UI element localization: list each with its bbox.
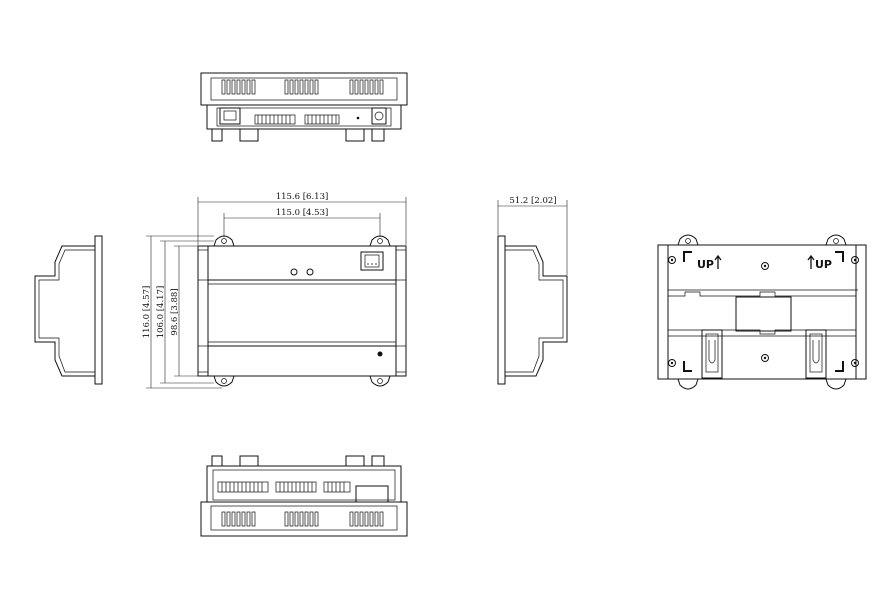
terminal-strip-left	[217, 481, 269, 493]
right-side-view	[497, 235, 568, 385]
depth-dimension-label: 51.2 [2.02]	[509, 196, 556, 206]
up-label-left: UP	[697, 258, 714, 271]
din-clip-icon	[701, 329, 827, 379]
height-dimension-label: 116.0 [4.57]	[142, 286, 152, 339]
left-side-view	[34, 235, 103, 385]
vent-group-bottom-middle	[284, 511, 319, 527]
vent-group-left	[221, 79, 256, 95]
terminal-block-right	[304, 114, 340, 125]
front-dimensions: 115.6 [6.13] 115.0 [4.53] 116.0 [4.57] 1…	[142, 192, 407, 389]
vent-group-bottom-right	[349, 511, 384, 527]
network-port-icon	[360, 251, 384, 271]
rj45-port-icon	[219, 107, 241, 125]
mount-width-dimension-label: 115.0 [4.53]	[276, 208, 329, 218]
screw-hole-icon	[668, 256, 859, 367]
front-view	[197, 235, 407, 387]
arrow-up-icon	[714, 254, 815, 269]
vent-group-middle	[284, 79, 319, 95]
vent-group-right	[349, 79, 384, 95]
depth-dimension: 51.2 [2.02]	[497, 196, 568, 275]
bottom-view	[200, 455, 408, 537]
width-dimension-label: 115.6 [6.13]	[276, 192, 329, 202]
terminal-strip-middle	[275, 481, 317, 493]
back-view: UP UP	[657, 234, 867, 390]
dc-jack-icon	[371, 107, 387, 125]
inner-height-dimension-label: 98.6 [3.88]	[170, 288, 180, 335]
terminal-strip-right	[323, 481, 351, 493]
up-label-right: UP	[815, 258, 832, 271]
mid-height-dimension-label: 106.0 [4.17]	[156, 286, 166, 339]
vent-group-bottom-left	[221, 511, 256, 527]
top-view	[200, 72, 408, 142]
terminal-block-left	[254, 114, 296, 125]
